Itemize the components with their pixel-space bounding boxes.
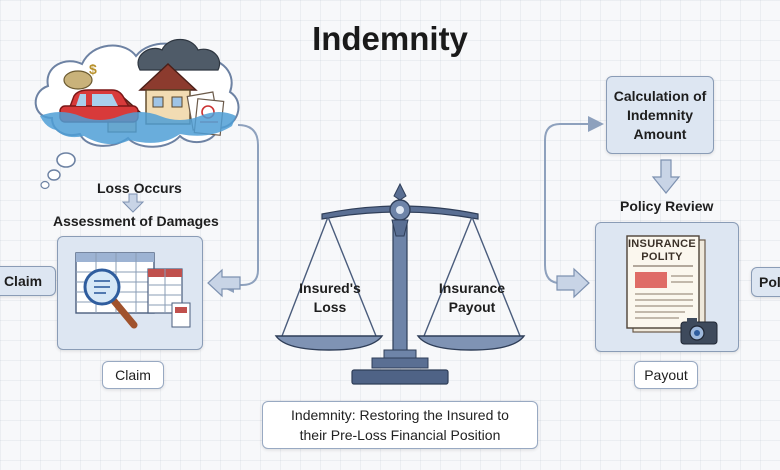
svg-text:$: $ [89, 61, 97, 77]
policy-edge-label: Poli [759, 274, 780, 290]
claim-button-label: Claim [115, 367, 151, 383]
policy-document-icon [626, 235, 706, 333]
payout-button[interactable]: Payout [634, 361, 698, 389]
page-title: Indemnity [312, 20, 468, 57]
insurance-payout-label: Insurance Payout [438, 280, 506, 315]
claim-edge-label: Claim [3, 273, 43, 289]
receipt-icon [171, 302, 191, 328]
arrow-icon [556, 267, 590, 299]
cloud-to-claim-connector [218, 124, 259, 293]
flood-water [40, 112, 236, 145]
indemnity-caption: Indemnity: Restoring the Insured to thei… [262, 401, 538, 449]
policy-box [595, 222, 739, 352]
assessment-box [57, 236, 203, 350]
calculation-box: Calculation of Indemnity Amount [606, 76, 714, 154]
insured-loss-label: Insured's Loss [299, 280, 361, 315]
policy-illustration [626, 235, 718, 345]
payout-button-label: Payout [644, 367, 688, 383]
arrow-icon [207, 268, 241, 298]
claim-button[interactable]: Claim [102, 361, 164, 389]
arrow-icon [651, 159, 681, 194]
policy-review-label: Policy Review [620, 198, 714, 214]
assessment-illustration [75, 252, 191, 329]
loss-occurs-label: Loss Occurs [97, 180, 182, 196]
policy-edge-box: Poli [751, 267, 780, 297]
camera-icon [680, 318, 718, 345]
policy-document-title: INSURANCE POLITY [627, 238, 697, 263]
magnifier-icon [83, 268, 138, 329]
arrow-icon [121, 193, 145, 213]
storm-cloud-icon [137, 38, 221, 71]
policy-to-calculation-connector [544, 116, 604, 284]
claim-edge-box: Claim [0, 266, 56, 296]
assessment-label: Assessment of Damages [53, 213, 219, 229]
dollar-bag-icon: $ [63, 61, 97, 90]
